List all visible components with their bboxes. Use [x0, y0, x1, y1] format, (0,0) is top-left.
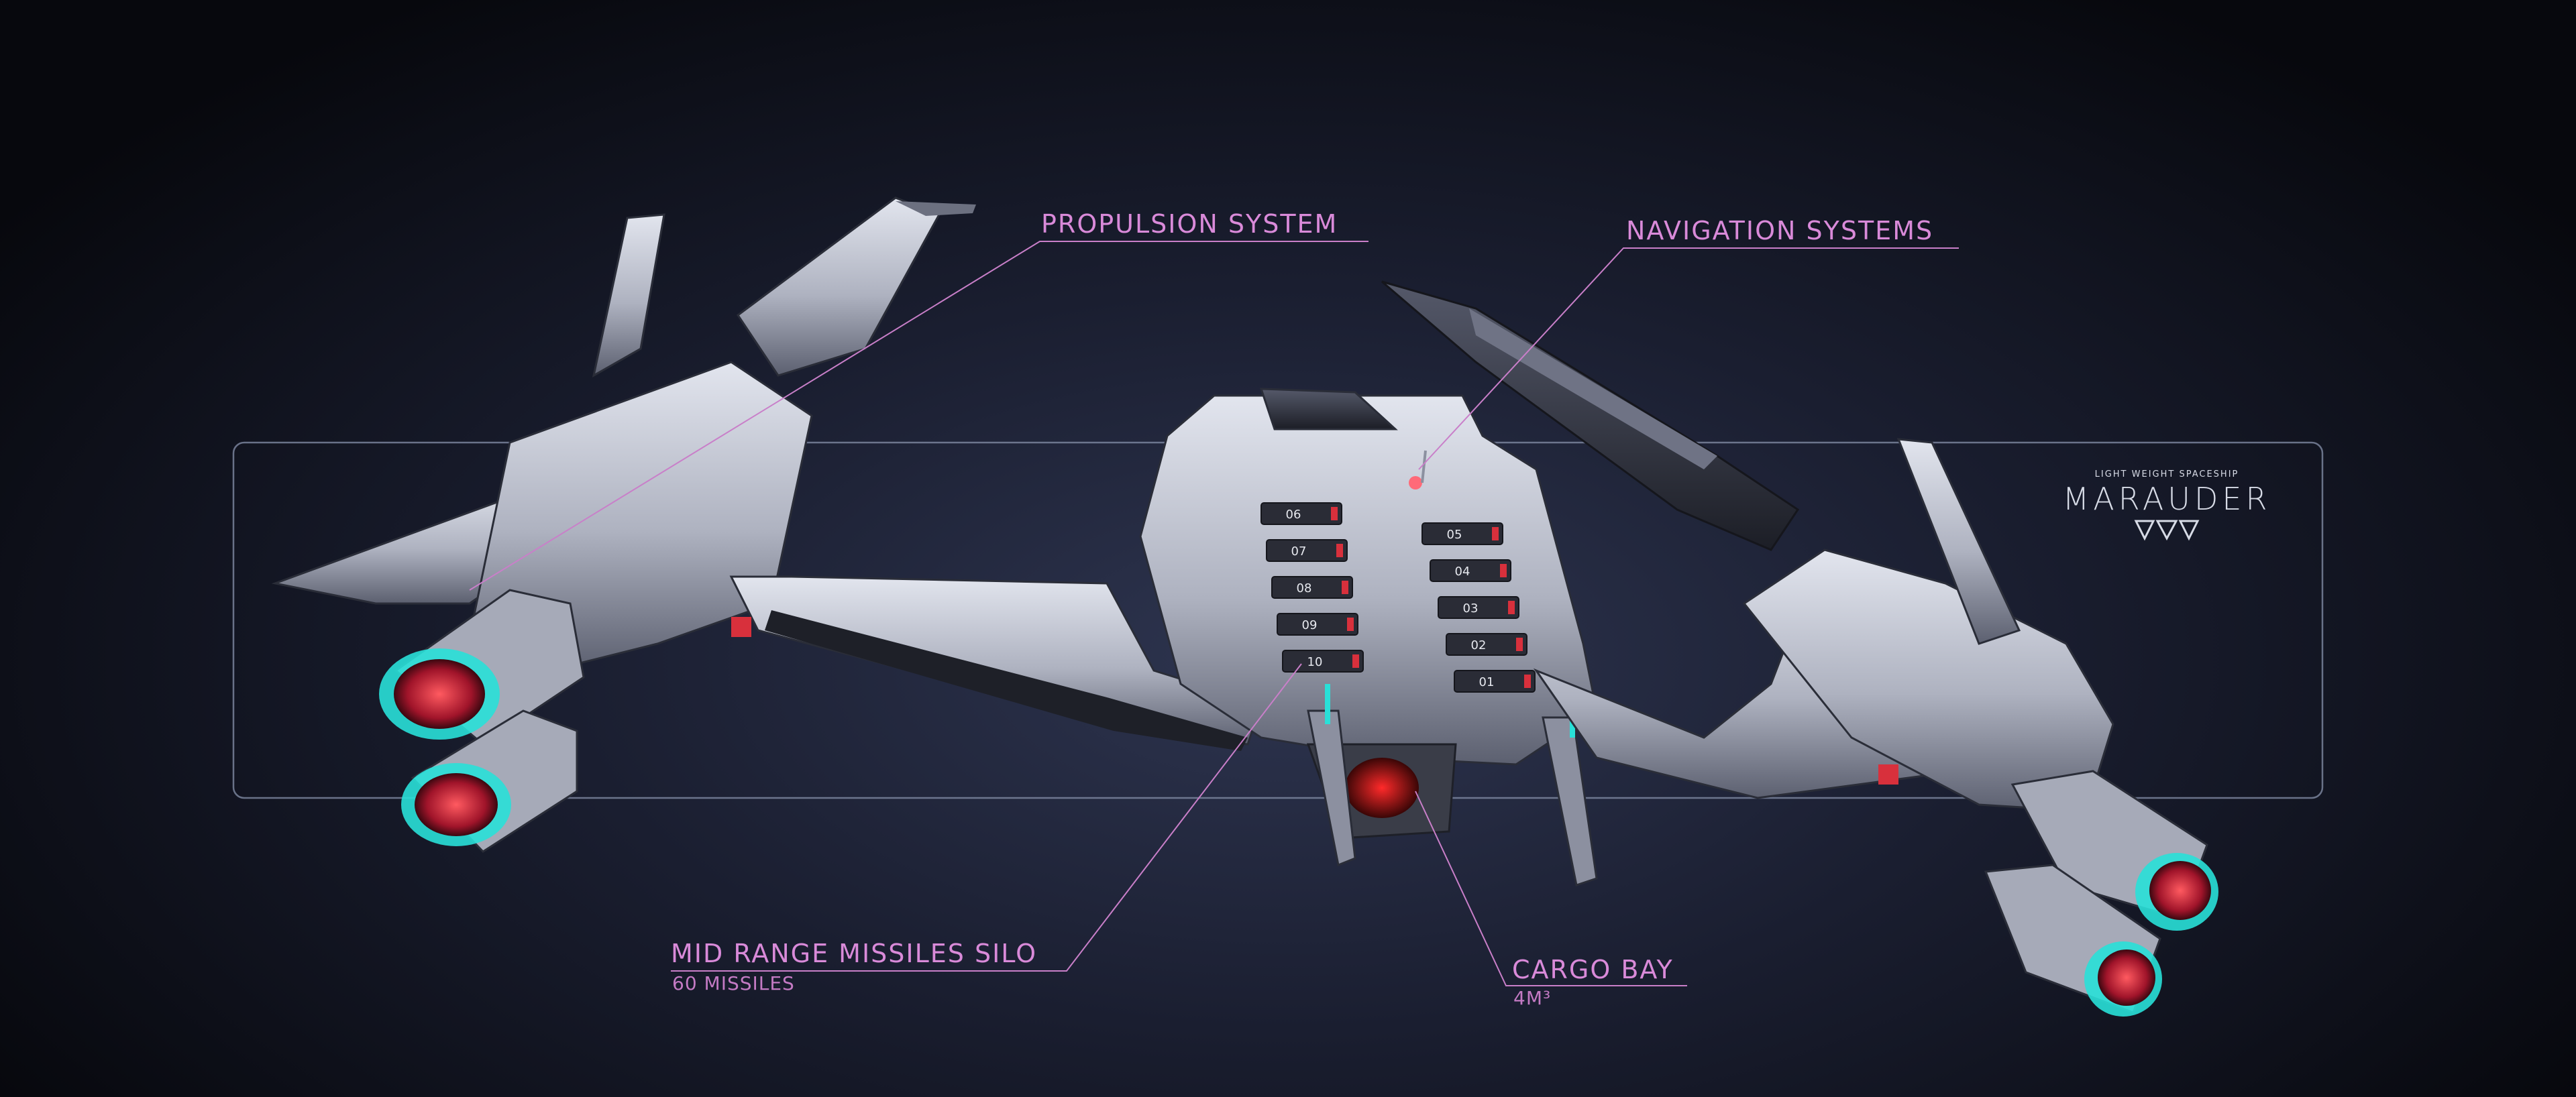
brand-badge: LIGHT WEIGHT SPACESHIP MARAUDER — [2053, 469, 2281, 545]
silo-slot — [1271, 576, 1353, 599]
left-warning-light — [731, 617, 751, 637]
right-engine-upper-core — [2149, 861, 2211, 920]
left-engine-lower-core — [415, 773, 498, 836]
silo-number: 05 — [1447, 528, 1462, 542]
silo-number: 02 — [1471, 638, 1487, 652]
silo-slot — [1260, 502, 1342, 525]
left-boom-shadow — [765, 610, 1248, 751]
navigation-leader-line — [1418, 247, 1959, 470]
central-spine — [1259, 388, 1398, 430]
silo-slot — [1421, 522, 1503, 545]
missile-silo-grid: 06 07 08 09 10 05 04 03 02 01 — [1260, 502, 1536, 693]
silo-slot — [1282, 650, 1364, 673]
silo-number: 06 — [1286, 508, 1301, 522]
silo-slot — [1446, 633, 1527, 656]
missiles-silo-label: MID RANGE MISSILES SILO — [671, 939, 1038, 968]
left-dorsal-fin — [736, 196, 941, 377]
triple-chevron-logo-icon — [2053, 518, 2281, 545]
right-nacelle — [1742, 548, 2114, 813]
silo-light — [1524, 675, 1531, 688]
propulsion-leader-line — [469, 241, 1368, 591]
silo-light — [1500, 564, 1507, 577]
silo-light — [1347, 618, 1354, 631]
silo-number: 10 — [1307, 655, 1323, 669]
silo-light — [1516, 638, 1523, 651]
navigation-systems-label: NAVIGATION SYSTEMS — [1626, 216, 1934, 245]
silo-light — [1492, 527, 1499, 540]
silo-number: 01 — [1479, 675, 1495, 689]
silo-number: 07 — [1291, 544, 1307, 559]
brand-name: MARAUDER — [2062, 481, 2271, 517]
right-long-blade — [1381, 280, 1800, 551]
right-tail-fin — [1896, 438, 2021, 645]
strut-light-left — [1325, 684, 1330, 724]
sensor-antenna — [1421, 450, 1427, 483]
navigation-sensor — [1409, 476, 1422, 489]
right-engine-lower-core — [2098, 949, 2155, 1006]
cargo-leader-line — [1415, 791, 1687, 986]
landing-strut-right — [1542, 716, 1598, 886]
silo-light — [1336, 544, 1343, 557]
propulsion-system-label: PROPULSION SYSTEM — [1041, 209, 1338, 239]
silo-number: 09 — [1302, 618, 1318, 632]
silo-light — [1352, 654, 1359, 668]
silo-number: 03 — [1463, 601, 1479, 616]
cargo-capacity-label: 4M³ — [1513, 987, 1552, 1009]
silo-number: 04 — [1455, 565, 1470, 579]
brand-subtitle: LIGHT WEIGHT SPACESHIP — [2094, 469, 2239, 479]
silo-number: 08 — [1297, 581, 1312, 595]
missiles-count-label: 60 MISSILES — [672, 972, 795, 994]
left-fin-antenna — [896, 201, 976, 216]
silo-light — [1508, 601, 1515, 614]
cargo-bay-label: CARGO BAY — [1512, 955, 1674, 984]
left-tail-fin — [592, 213, 665, 378]
silo-slot — [1430, 559, 1511, 582]
missiles-leader-line — [671, 663, 1302, 972]
silo-slot — [1266, 539, 1348, 562]
silo-slot — [1438, 596, 1519, 619]
silo-slot — [1277, 613, 1358, 636]
silo-light — [1342, 581, 1348, 594]
right-warning-light — [1878, 764, 1898, 785]
silo-slot — [1454, 670, 1536, 693]
left-engine-upper-core — [394, 659, 485, 729]
cargo-bay-light — [1345, 758, 1419, 818]
silo-light — [1331, 507, 1338, 520]
